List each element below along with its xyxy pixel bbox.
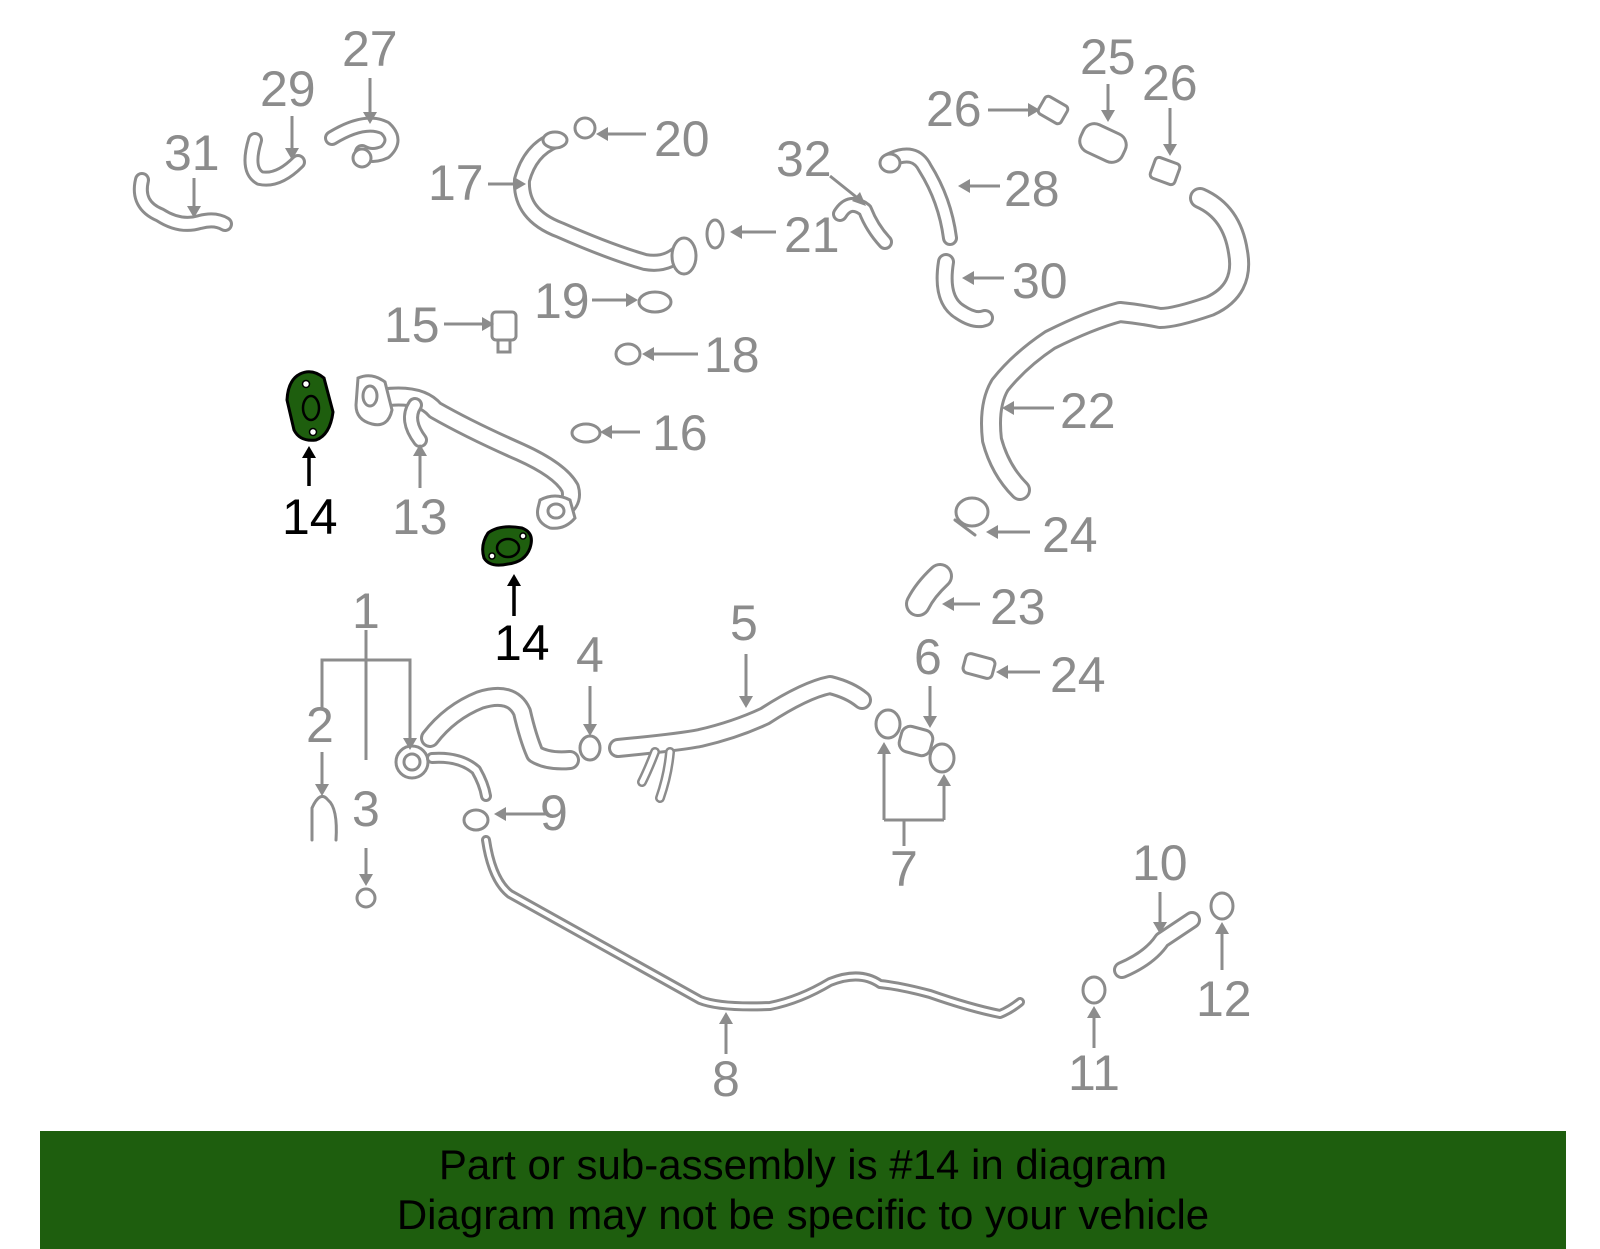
callout-3: 3 <box>352 781 380 837</box>
callout-24-top: 24 <box>1042 507 1098 563</box>
hose-30 <box>935 253 994 329</box>
clip-2 <box>310 794 338 842</box>
clamp-26b <box>1148 155 1182 187</box>
callout-7: 7 <box>890 841 918 897</box>
callout-28: 28 <box>1004 161 1060 217</box>
leader-lines <box>187 78 1229 1054</box>
o-ring-19 <box>637 290 673 314</box>
callout-5: 5 <box>730 595 758 651</box>
callout-labels: 31 29 27 17 20 21 32 28 30 26 25 26 19 1… <box>164 21 1252 1107</box>
callout-29: 29 <box>260 61 316 117</box>
callout-6: 6 <box>914 629 942 685</box>
callout-9: 9 <box>540 785 568 841</box>
o-ring-21 <box>705 218 725 250</box>
clamp-12 <box>1209 891 1235 921</box>
callout-10: 10 <box>1132 835 1188 891</box>
callout-26-left: 26 <box>926 81 982 137</box>
hose-29 <box>243 132 306 187</box>
callout-18: 18 <box>704 327 760 383</box>
callout-19: 19 <box>534 273 590 329</box>
callout-32: 32 <box>776 131 832 187</box>
clamp-4 <box>578 734 602 762</box>
callout-22: 22 <box>1060 383 1116 439</box>
callout-12: 12 <box>1196 971 1252 1027</box>
hose-28 <box>878 147 958 246</box>
callout-11: 11 <box>1068 1045 1120 1101</box>
sensor-15 <box>490 310 518 354</box>
pipe-22 <box>980 187 1251 501</box>
clamp-24a <box>953 496 990 537</box>
clamp-9 <box>462 808 490 832</box>
callout-15: 15 <box>384 297 440 353</box>
gasket-14-left <box>285 370 335 442</box>
pipe-17 <box>512 130 698 276</box>
pipe-13 <box>354 374 581 530</box>
clamp-11 <box>1081 975 1107 1005</box>
callout-2: 2 <box>306 697 334 753</box>
hose-31 <box>132 172 233 232</box>
pipe-5 <box>608 675 872 803</box>
callout-27: 27 <box>342 21 398 77</box>
hose-32 <box>832 196 893 250</box>
callout-24-bottom: 24 <box>1050 647 1106 703</box>
callout-14-right: 14 <box>494 615 550 671</box>
callout-21: 21 <box>784 207 840 263</box>
callout-8: 8 <box>712 1051 740 1107</box>
callout-4: 4 <box>576 627 604 683</box>
ring-3 <box>355 887 377 909</box>
callout-20: 20 <box>654 111 710 167</box>
callout-13: 13 <box>392 489 448 545</box>
clamp-26a <box>1036 94 1070 126</box>
info-banner: Part or sub-assembly is #14 in diagram D… <box>40 1131 1566 1249</box>
cap-20 <box>573 116 597 140</box>
callout-31: 31 <box>164 125 220 181</box>
callout-30: 30 <box>1012 253 1068 309</box>
tube-8 <box>481 835 1025 1019</box>
banner-background <box>40 1131 1566 1249</box>
plug-18 <box>614 342 642 366</box>
hose-10 <box>1113 911 1201 979</box>
hose-1 <box>394 687 580 802</box>
gasket-14-right <box>481 525 533 567</box>
banner-line-2: Diagram may not be specific to your vehi… <box>396 1191 1210 1238</box>
callout-16: 16 <box>652 405 708 461</box>
hose-25 <box>1078 122 1128 164</box>
hose-23 <box>905 563 953 617</box>
callout-1: 1 <box>352 583 380 639</box>
clamps-7 <box>874 708 956 774</box>
hose-6 <box>897 724 935 758</box>
pipe-27 <box>324 116 400 169</box>
callout-23: 23 <box>990 579 1046 635</box>
o-ring-16 <box>570 422 602 444</box>
callout-14-left: 14 <box>282 489 338 545</box>
callout-25: 25 <box>1080 29 1136 85</box>
banner-line-1: Part or sub-assembly is #14 in diagram <box>438 1141 1168 1188</box>
callout-26-right: 26 <box>1142 55 1198 111</box>
clamp-24b <box>961 652 997 680</box>
callout-17: 17 <box>428 155 484 211</box>
